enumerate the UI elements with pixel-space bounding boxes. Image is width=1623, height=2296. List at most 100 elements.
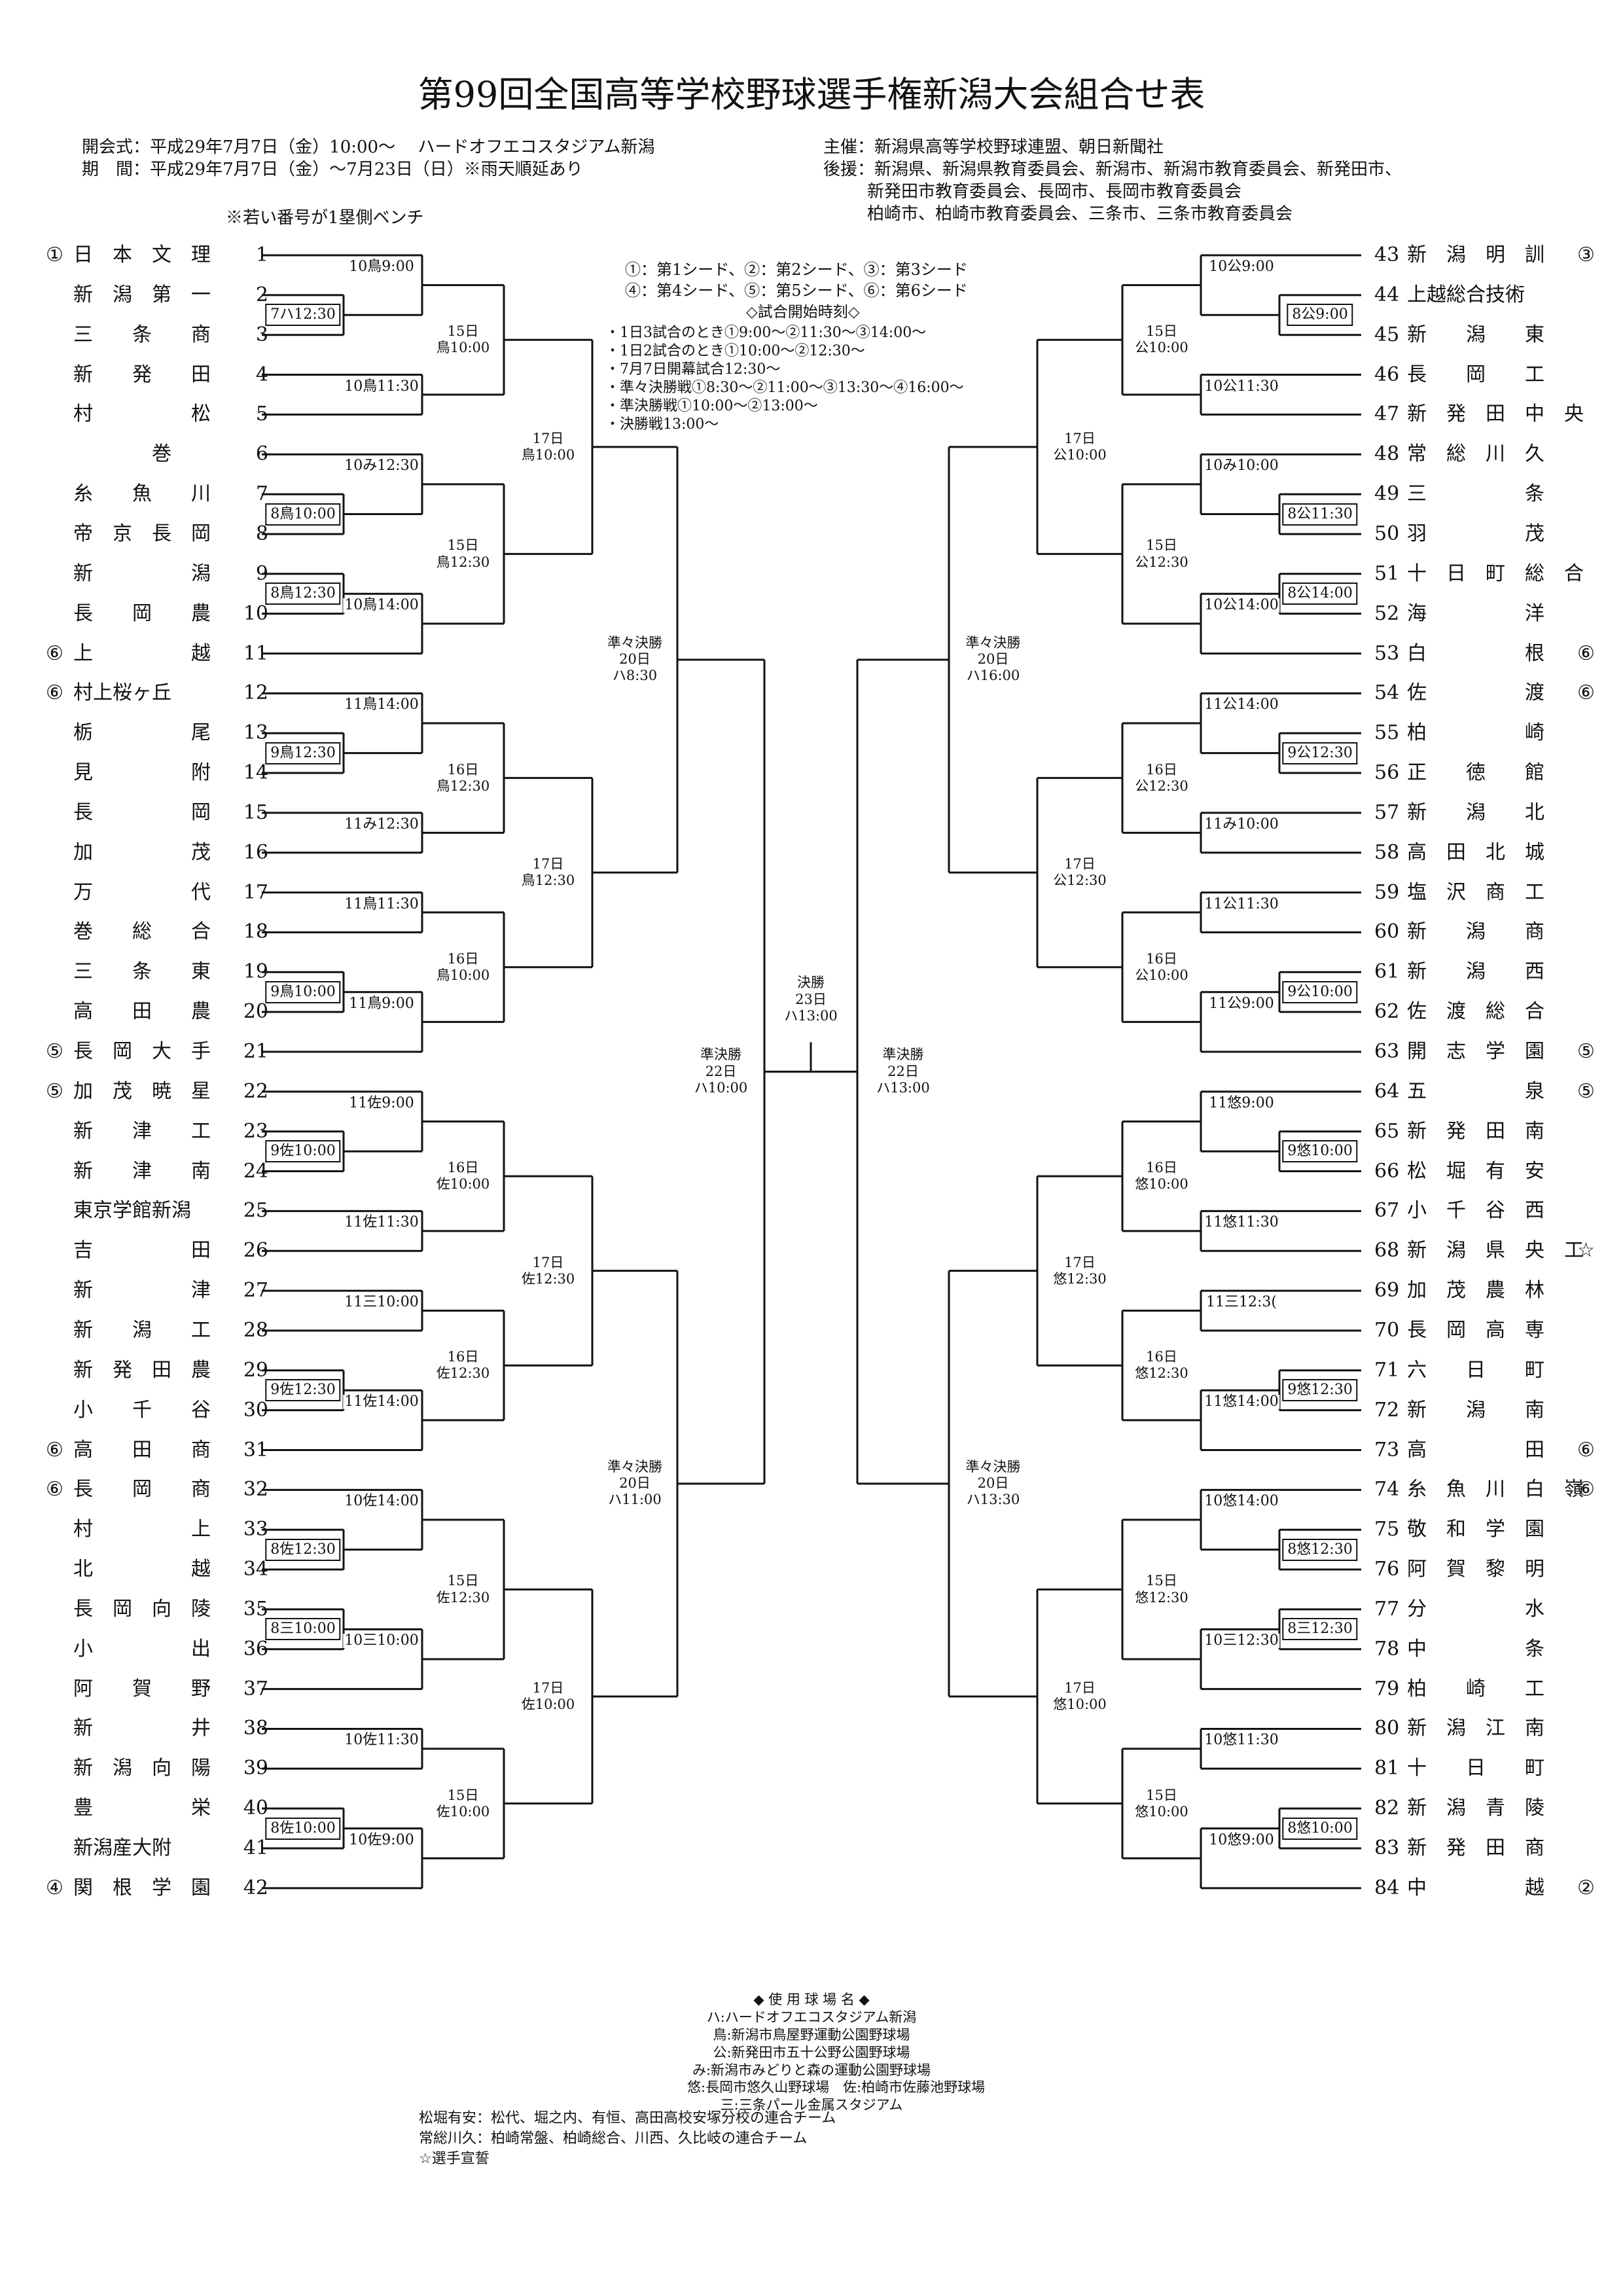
pre-round-match: 8佐10:00	[265, 1817, 341, 1840]
team-number: 42	[243, 1876, 268, 1899]
first-round-match: 11三12:3(	[1205, 1294, 1278, 1311]
team-name: 新潟産大附	[73, 1837, 171, 1859]
supporter-line: 新発田市教育委員会、長岡市、長岡市教育委員会	[867, 182, 1242, 202]
team-name: 新 発 田 南	[1407, 1119, 1544, 1143]
team-entry: 47 新 発 田 中 央	[1374, 404, 1601, 424]
team-number: 28	[243, 1318, 268, 1342]
second-round-match: 15日 鳥12:30	[436, 537, 490, 571]
team-number: 21	[243, 1040, 268, 1063]
team-name: 糸 魚 川	[73, 482, 211, 506]
team-name: 上越総合技術	[1407, 283, 1525, 306]
team-name: 新 潟 青 陵	[1407, 1797, 1544, 1820]
seed-mark: ⑥	[1577, 1478, 1595, 1501]
team-name: 豊 栄	[73, 1797, 211, 1820]
team-number: 73	[1374, 1438, 1400, 1462]
team-number: 10	[243, 601, 268, 625]
team-name: 佐 渡 総 合	[1407, 1000, 1544, 1024]
team-name: 巻	[73, 442, 171, 466]
team-number: 30	[243, 1398, 268, 1422]
team-number: 81	[1374, 1757, 1400, 1780]
team-entry: 81 十 日 町	[1374, 1759, 1601, 1778]
team-number: 62	[1374, 1000, 1400, 1024]
team-number: 78	[1374, 1637, 1400, 1660]
pre-round-match: 8佐12:30	[265, 1538, 341, 1561]
team-number: 55	[1374, 721, 1400, 745]
team-name: 新 潟 向 陽	[73, 1757, 211, 1780]
team-name: 新 津	[73, 1279, 211, 1302]
team-number: 46	[1374, 363, 1400, 386]
team-number: 84	[1374, 1876, 1400, 1899]
team-name: 加 茂 暁 星	[73, 1079, 211, 1103]
first-round-match: 11公11:30	[1203, 895, 1280, 912]
team-number: 75	[1374, 1518, 1400, 1541]
first-round-match: 10鳥14:00	[343, 597, 420, 614]
pre-round-match: 8鳥10:00	[265, 503, 341, 526]
pre-round-match: 8三12:30	[1282, 1618, 1358, 1641]
second-round-match: 16日 悠10:00	[1135, 1159, 1188, 1193]
pre-round-match: 9悠10:00	[1282, 1140, 1358, 1163]
second-round-match: 15日 公12:30	[1135, 537, 1188, 571]
team-name: 新 津 工	[73, 1119, 211, 1143]
team-number: 3	[255, 323, 268, 346]
team-number: 22	[243, 1079, 268, 1103]
team-number: 14	[243, 761, 268, 785]
team-name: 見 附	[73, 761, 211, 785]
pre-round-match: 9鳥10:00	[265, 980, 341, 1003]
team-name: 十 日 町	[1407, 1757, 1544, 1780]
team-name: 常 総 川 久	[1407, 442, 1544, 466]
team-number: 47	[1374, 403, 1400, 426]
team-number: 64	[1374, 1079, 1400, 1103]
first-round-match: 10公9:00	[1207, 259, 1275, 275]
opening-ceremony: 開会式：平成29年7月7日（金）10:00～ ハードオフエコスタジアム新潟	[82, 137, 655, 157]
pre-round-match: 8公14:00	[1282, 583, 1358, 605]
team-name: 三 条 東	[73, 960, 211, 984]
seed-mark: ④	[46, 1876, 63, 1899]
team-number: 53	[1374, 641, 1400, 665]
team-name: 糸 魚 川 白 嶺	[1407, 1478, 1584, 1501]
pre-round-match: 9悠12:30	[1282, 1379, 1358, 1402]
third-round-match: 17日 佐12:30	[521, 1254, 575, 1287]
page-title: 第99回全国高等学校野球選手権新潟大会組合せ表	[418, 74, 1205, 115]
pre-round-match: 8悠12:30	[1282, 1538, 1358, 1561]
seed-legend: ④：第4シード、⑤：第5シード、⑥：第6シード	[625, 281, 968, 300]
team-name: 柏 崎 工	[1407, 1677, 1544, 1700]
team-name: 高 田 農	[73, 1000, 211, 1024]
team-number: 6	[255, 442, 268, 466]
team-name: 分 水	[1407, 1597, 1544, 1621]
second-round-match: 15日 悠10:00	[1135, 1787, 1188, 1820]
team-number: 45	[1374, 323, 1400, 346]
pre-round-match: 8公11:30	[1282, 503, 1358, 526]
team-name: 新 発 田 中 央	[1407, 403, 1584, 426]
team-name: 加 茂	[73, 840, 211, 864]
team-number: 4	[255, 363, 268, 386]
supporter-line: 後援：新潟県、新潟県教育委員会、新潟市、新潟市教育委員会、新発田市、	[823, 160, 1402, 179]
team-name: 正 徳 館	[1407, 761, 1544, 785]
quarterfinal-match: 準々決勝 20日 ハ16:00	[965, 635, 1021, 685]
first-round-match: 11佐11:30	[343, 1214, 420, 1231]
